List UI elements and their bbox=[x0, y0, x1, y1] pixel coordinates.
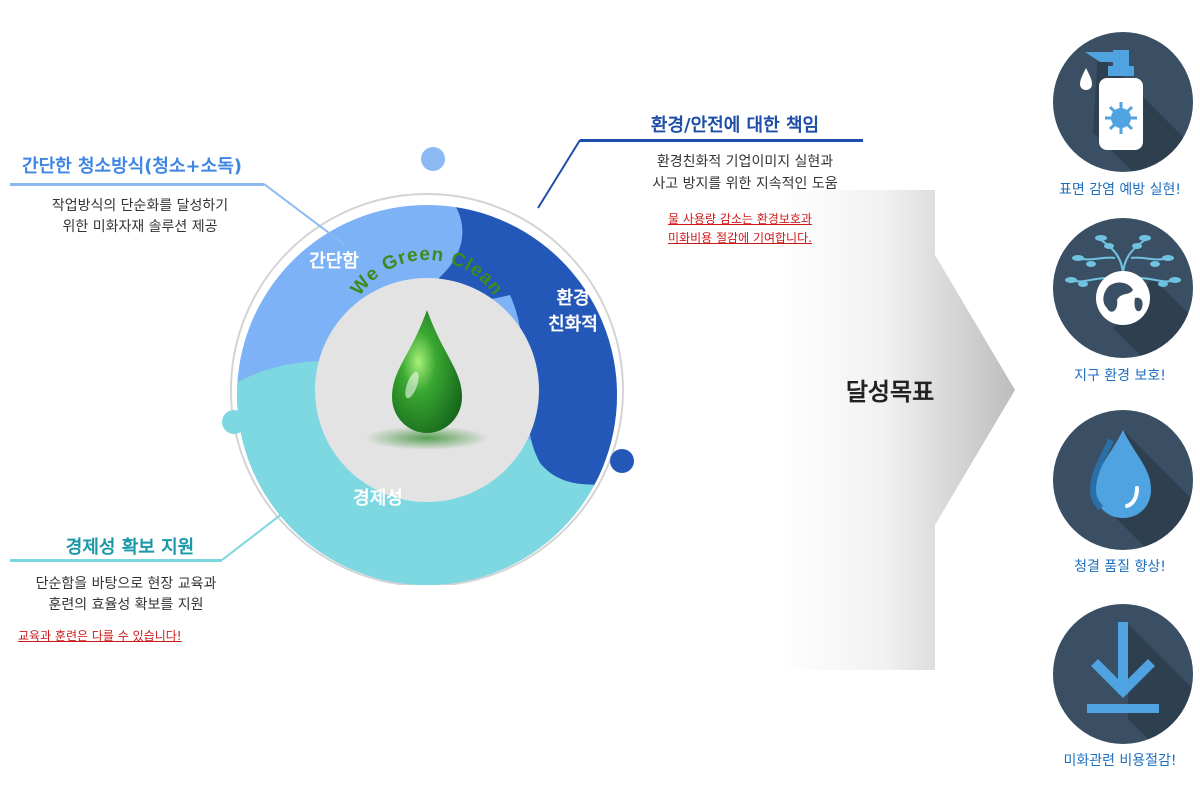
goal-label-cost: 미화관련 비용절감! bbox=[1040, 750, 1200, 770]
eco-desc-line1: 환경친화적 기업이미지 실현과 bbox=[610, 151, 880, 173]
goal-label-quality: 청결 품질 향상! bbox=[1040, 556, 1200, 576]
earth-tree-icon bbox=[1053, 218, 1193, 358]
simple-desc-line2: 위한 미화자재 솔루션 제공 bbox=[20, 217, 260, 238]
eco-description: 환경친화적 기업이미지 실현과 사고 방지를 위한 지속적인 도움 bbox=[610, 151, 880, 195]
simple-desc-line1: 작업방식의 단순화를 달성하기 bbox=[20, 196, 260, 217]
economy-title-underline bbox=[10, 559, 222, 562]
goal-label-earth: 지구 환경 보호! bbox=[1040, 365, 1200, 385]
simple-cleaning-title: 간단한 청소방식(청소+소독) bbox=[0, 152, 264, 178]
simple-title-underline bbox=[10, 183, 264, 186]
eco-responsibility-title: 환경/안전에 대한 책임 bbox=[640, 111, 830, 137]
economy-note: 교육과 훈련은 다를 수 있습니다! bbox=[18, 627, 182, 644]
sanitizer-virus-icon bbox=[1053, 32, 1193, 172]
eco-desc-line2: 사고 방지를 위한 지속적인 도움 bbox=[610, 173, 880, 195]
eco-note-line1: 물 사용량 감소는 환경보호과 bbox=[668, 212, 812, 226]
water-drop-icon bbox=[1053, 410, 1193, 550]
simple-description: 작업방식의 단순화를 달성하기 위한 미화자재 솔루션 제공 bbox=[20, 196, 260, 238]
economy-title: 경제성 확보 지원 bbox=[30, 533, 230, 559]
eco-title-underline bbox=[580, 139, 863, 142]
economy-description: 단순함을 바탕으로 현장 교육과 훈련의 효율성 확보를 지원 bbox=[10, 574, 242, 616]
economy-desc-line2: 훈련의 효율성 확보를 지원 bbox=[10, 595, 242, 616]
down-arrow-icon bbox=[1053, 604, 1193, 744]
economy-desc-line1: 단순함을 바탕으로 현장 교육과 bbox=[10, 574, 242, 595]
goal-label: 달성목표 bbox=[820, 372, 960, 407]
goal-label-infection: 표면 감염 예방 실현! bbox=[1040, 179, 1200, 199]
eco-note: 물 사용량 감소는 환경보호과 미화비용 절감에 기여합니다. bbox=[640, 210, 840, 248]
eco-note-line2: 미화비용 절감에 기여합니다. bbox=[668, 231, 812, 245]
